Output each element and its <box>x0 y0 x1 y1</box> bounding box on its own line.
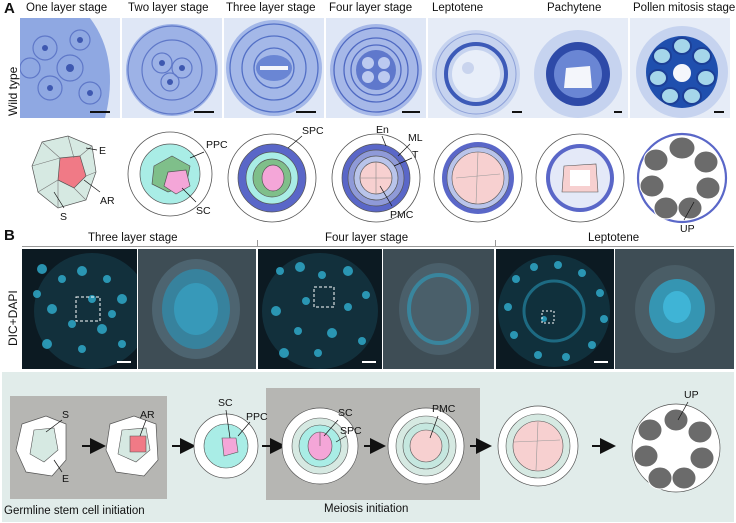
stage-label-leptotene: Leptotene <box>432 2 484 14</box>
panel-letter-b: B <box>4 227 15 244</box>
micrograph-two-layer <box>122 18 222 118</box>
c-label-spc: SPC <box>340 425 362 437</box>
label-pmc: PMC <box>390 209 414 221</box>
c-schematic-one-layer: S E <box>15 409 69 485</box>
label-ar: AR <box>100 195 115 207</box>
schematic-four-layer: En ML T PMC <box>331 124 423 223</box>
c-label-ar: AR <box>140 409 155 421</box>
label-sc: SC <box>196 205 211 217</box>
stage-label-one-layer: One layer stage <box>26 2 108 14</box>
stage-label-pollen-mitosis: Pollen mitosis stage <box>633 2 736 14</box>
c-label-up: UP <box>684 389 699 401</box>
scale-bar <box>512 111 522 113</box>
germline-caption: Germline stem cell initiation <box>4 505 145 517</box>
dapi-four-layer-zoom <box>383 249 494 369</box>
label-ppc: PPC <box>206 139 228 151</box>
c-label-pmc: PMC <box>432 403 456 415</box>
b-title-divider-tick <box>495 240 496 247</box>
micrograph-pachytene <box>528 18 628 118</box>
label-ml: ML <box>408 132 423 144</box>
c-schematic-pmc: PMC <box>387 403 465 485</box>
dapi-three-layer-overview <box>22 249 137 369</box>
schematic-leptotene <box>433 133 523 223</box>
micrograph-pollen-mitosis <box>630 18 730 118</box>
schematic-two-layer: PPC SC <box>127 131 228 217</box>
c-label-sc: SC <box>218 397 233 409</box>
panel-c-schematics: S E AR SC PPC SC SPC <box>15 389 721 493</box>
b-title-leptotene: Leptotene <box>588 232 640 244</box>
scale-bar <box>296 111 316 113</box>
stage-label-three-layer: Three layer stage <box>226 2 316 14</box>
c-label-s: S <box>62 409 69 421</box>
c-label-e: E <box>62 473 69 485</box>
micrograph-leptotene <box>428 18 528 118</box>
c-schematic-sc-ppc: SC PPC <box>193 397 268 479</box>
label-spc: SPC <box>302 125 324 137</box>
wild-type-label: Wild type <box>6 66 20 116</box>
b-title-divider-tick <box>257 240 258 247</box>
dapi-leptotene-overview <box>496 249 614 369</box>
label-t: T <box>412 149 419 161</box>
schematic-one-layer: E AR S <box>31 135 115 223</box>
dapi-three-layer-zoom <box>138 249 256 369</box>
schematic-pachytene <box>535 133 625 223</box>
c-schematic-pollen: UP <box>631 389 721 493</box>
micrograph-one-layer <box>20 18 120 118</box>
label-e: E <box>99 145 106 157</box>
b-title-three-layer: Three layer stage <box>88 232 178 244</box>
scale-bar <box>90 111 110 113</box>
c-schematic-leptotene <box>497 405 579 487</box>
stage-label-two-layer: Two layer stage <box>128 2 209 14</box>
b-title-divider <box>22 246 734 247</box>
scale-bar <box>714 111 724 113</box>
schematic-pollen-mitosis: UP <box>636 132 728 234</box>
dapi-four-layer-overview <box>258 249 382 369</box>
stage-label-four-layer: Four layer stage <box>329 2 413 14</box>
c-label-sc2: SC <box>338 407 353 419</box>
dapi-leptotene-zoom <box>615 249 734 369</box>
dic-dapi-label: DIC+DAPI <box>6 290 20 346</box>
stage-label-pachytene: Pachytene <box>547 2 602 14</box>
scale-bar <box>194 111 214 113</box>
micrograph-four-layer <box>326 18 426 118</box>
panel-a-schematics: E AR S PPC SC SPC En ML T <box>31 124 728 234</box>
label-up: UP <box>680 223 695 234</box>
micrograph-three-layer <box>224 18 324 118</box>
b-title-four-layer: Four layer stage <box>325 232 409 244</box>
label-s: S <box>60 211 67 223</box>
label-en: En <box>376 124 389 136</box>
c-label-ppc: PPC <box>246 411 268 423</box>
meiosis-caption: Meiosis initiation <box>324 503 409 515</box>
scale-bar <box>402 111 420 113</box>
schematic-three-layer: SPC <box>227 125 324 223</box>
panel-letter-a: A <box>4 0 15 17</box>
c-schematic-ar: AR <box>105 409 159 477</box>
c-schematic-sc-spc: SC SPC <box>281 407 362 485</box>
scale-bar <box>614 111 622 113</box>
